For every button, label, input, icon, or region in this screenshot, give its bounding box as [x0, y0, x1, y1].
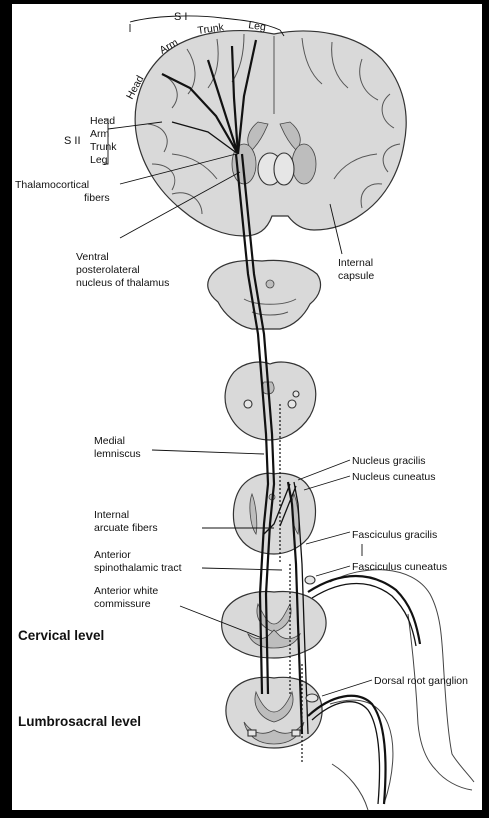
dorsal-root-ganglion-cervical-icon — [305, 576, 315, 584]
label-anterior-spinothalamic-line2: spinothalamic tract — [94, 562, 182, 574]
somatosensory-pathway-diagram: S I Head Arm Trunk Leg S II Head Arm Tru… — [12, 4, 482, 810]
label-internal-capsule-line1: Internal — [338, 257, 373, 269]
label-thalamocortical-line2: fibers — [84, 192, 110, 204]
label-s2-leg: Leg — [90, 154, 108, 166]
label-dorsal-root-ganglion: Dorsal root ganglion — [374, 675, 468, 687]
label-vpl-line2: posterolateral — [76, 264, 140, 276]
label-fasciculus-cuneatus: Fasciculus cuneatus — [352, 561, 447, 573]
midbrain-section — [208, 260, 321, 329]
label-s2-trunk: Trunk — [90, 141, 117, 153]
label-internal-arcuate-line1: Internal — [94, 509, 129, 521]
label-s2: S II — [64, 135, 81, 147]
cervical-spinal-cord-section — [222, 592, 326, 658]
label-fasciculus-gracilis: Fasciculus gracilis — [352, 529, 437, 541]
label-anterior-white-commissure-line1: Anterior white — [94, 585, 158, 597]
label-s1: S I — [174, 11, 187, 23]
label-nucleus-gracilis: Nucleus gracilis — [352, 455, 426, 467]
label-internal-capsule-line2: capsule — [338, 270, 374, 282]
label-anterior-white-commissure-line2: commissure — [94, 598, 151, 610]
label-nucleus-cuneatus: Nucleus cuneatus — [352, 471, 435, 483]
body-outline — [330, 570, 474, 810]
diagram-frame: S I Head Arm Trunk Leg S II Head Arm Tru… — [12, 4, 482, 810]
label-vpl-line3: nucleus of thalamus — [76, 277, 169, 289]
label-medial-lemniscus-line1: Medial — [94, 435, 125, 447]
label-thalamocortical-line1: Thalamocortical — [15, 179, 89, 191]
dorsal-root-ganglion-icon — [306, 694, 318, 702]
label-s2-arm: Arm — [90, 128, 110, 140]
label-lumbrosacral-level: Lumbrosacral level — [18, 714, 141, 729]
label-anterior-spinothalamic-line1: Anterior — [94, 549, 131, 561]
coronal-brain-section — [135, 31, 406, 236]
label-leg-arc: Leg — [248, 19, 267, 33]
label-cervical-level: Cervical level — [18, 628, 104, 643]
label-vpl-line1: Ventral — [76, 251, 109, 263]
label-medial-lemniscus-line2: lemniscus — [94, 448, 141, 460]
label-internal-arcuate-line2: arcuate fibers — [94, 522, 158, 534]
label-s2-head: Head — [90, 115, 115, 127]
